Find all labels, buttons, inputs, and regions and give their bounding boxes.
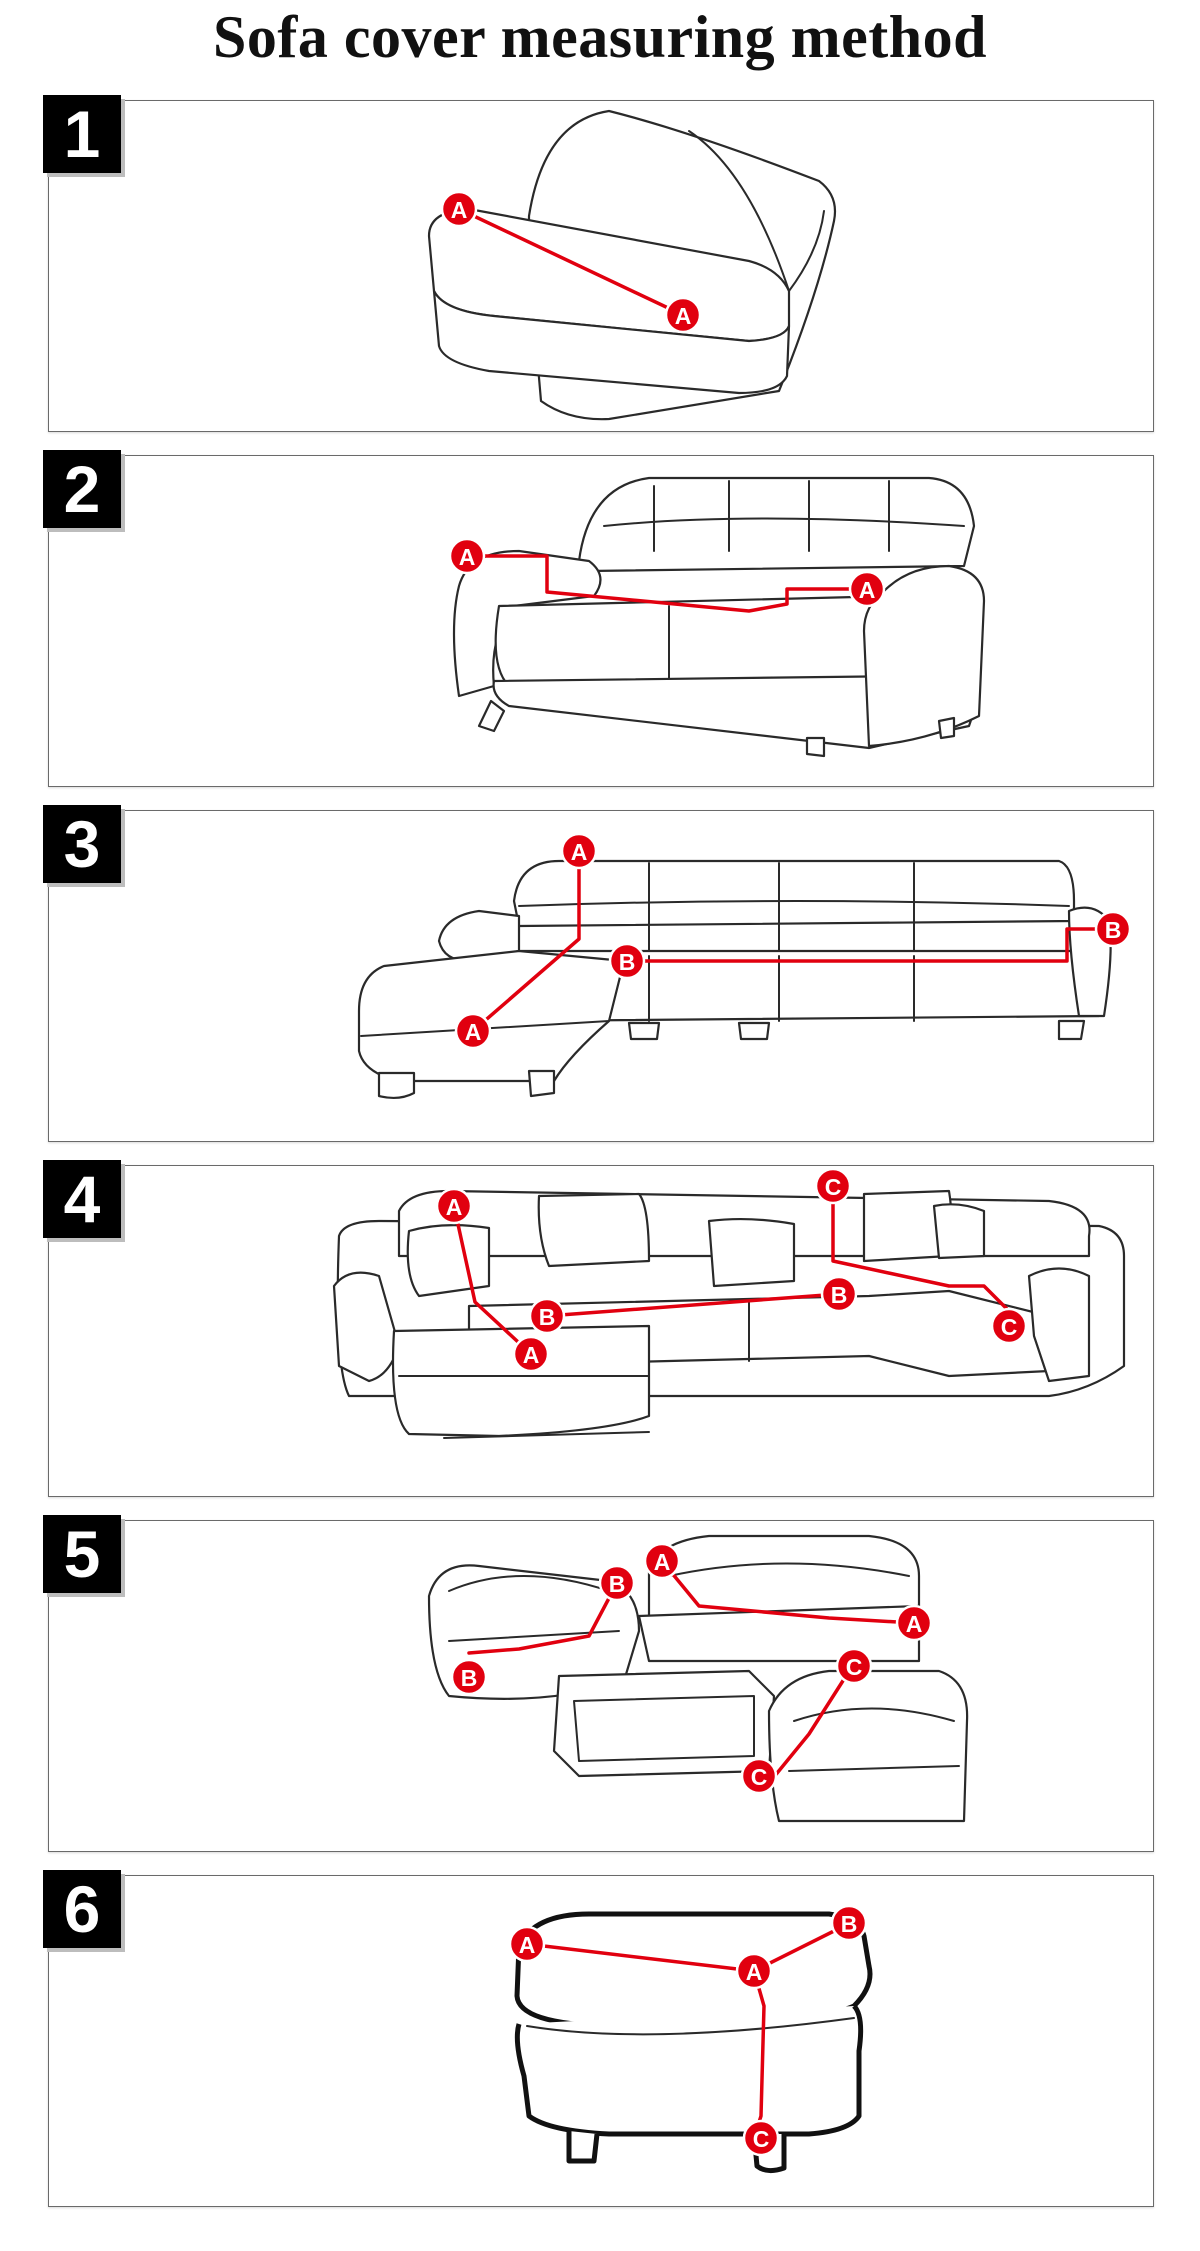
svg-text:B: B [539,1304,556,1330]
svg-text:B: B [609,1571,626,1597]
panel-2: A A 2 [43,450,1154,787]
marker-c: C [990,1307,1028,1345]
measure-line-a [471,849,581,1033]
svg-text:A: A [465,1019,482,1045]
svg-text:A: A [906,1611,923,1637]
svg-text:C: C [753,2126,770,2152]
sofa-drawing [452,476,986,758]
svg-text:A: A [675,303,692,329]
svg-text:B: B [461,1665,478,1691]
marker-a: A [895,1604,933,1642]
step-number: 5 [43,1515,121,1593]
sofa-illustration-2: A A [448,476,986,758]
sofa-illustration-3: A A B B [357,832,1132,1100]
marker-a: A [560,832,598,870]
svg-text:B: B [619,949,636,975]
panel-4: A A B B C C 4 [43,1160,1154,1497]
marker-a: A [508,1925,546,1963]
marker-a: A [435,1187,473,1225]
measure-line-a [465,554,869,613]
measure-line-a [660,1559,916,1625]
marker-c: C [814,1167,852,1205]
marker-b: B [820,1275,858,1313]
page-title: Sofa cover measuring method [213,4,987,70]
measure-line-a [452,1204,533,1356]
measure-line-b [467,1581,619,1655]
marker-a: A [664,296,702,334]
sofa-illustration-5: A A B B C C [427,1534,969,1823]
svg-text:C: C [1001,1314,1018,1340]
panel-5: A A B B C C 5 [43,1515,1154,1852]
sofa-drawing [427,1534,969,1823]
marker-b: B [450,1658,488,1696]
svg-text:B: B [831,1282,848,1308]
measure-line-c [831,1184,1011,1313]
svg-text:B: B [1105,917,1122,943]
sofa-illustration-1: A A [427,109,837,421]
step-number: 4 [43,1160,121,1238]
measure-line-b [625,927,1101,963]
svg-text:A: A [859,577,876,603]
step-number: 1 [43,95,121,173]
marker-b: B [608,942,646,980]
marker-a: A [512,1335,550,1373]
sofa-drawing [332,1189,1126,1439]
marker-b: B [528,1297,566,1335]
step-number: 6 [43,1870,121,1948]
panel-1: A A 1 [43,95,1154,432]
step-number: 3 [43,805,121,883]
svg-text:A: A [459,544,476,570]
svg-text:A: A [519,1932,536,1958]
svg-text:A: A [654,1549,671,1575]
svg-text:C: C [751,1764,768,1790]
marker-a: A [440,190,478,228]
marker-b: B [1094,910,1132,948]
svg-text:A: A [451,197,468,223]
marker-c: C [835,1647,873,1685]
svg-text:C: C [825,1174,842,1200]
measure-line-b [545,1292,841,1318]
panel-6: A A B C 6 [43,1870,1154,2207]
marker-a: A [454,1012,492,1050]
svg-text:B: B [841,1911,858,1937]
sofa-illustration-4: A A B B C C [332,1167,1126,1439]
marker-c: C [740,1757,778,1795]
marker-a: A [848,570,886,608]
marker-a: A [448,537,486,575]
marker-b: B [830,1904,868,1942]
svg-text:A: A [571,839,588,865]
marker-b: B [598,1564,636,1602]
svg-text:C: C [846,1654,863,1680]
ottoman-drawing [514,1911,873,2174]
marker-a: A [643,1542,681,1580]
marker-a: A [735,1952,773,1990]
sofa-drawing [357,859,1112,1100]
step-number: 2 [43,450,121,528]
svg-text:A: A [746,1959,763,1985]
svg-text:A: A [523,1342,540,1368]
measure-line-a [457,207,685,317]
svg-text:A: A [446,1194,463,1220]
marker-c: C [742,2119,780,2157]
measure-line-c [767,1674,848,1785]
measure-line-a [525,1942,756,1973]
sofa-drawing [427,109,837,421]
ottoman-illustration-6: A A B C [508,1904,873,2174]
panel-3: A A B B 3 [43,805,1154,1142]
